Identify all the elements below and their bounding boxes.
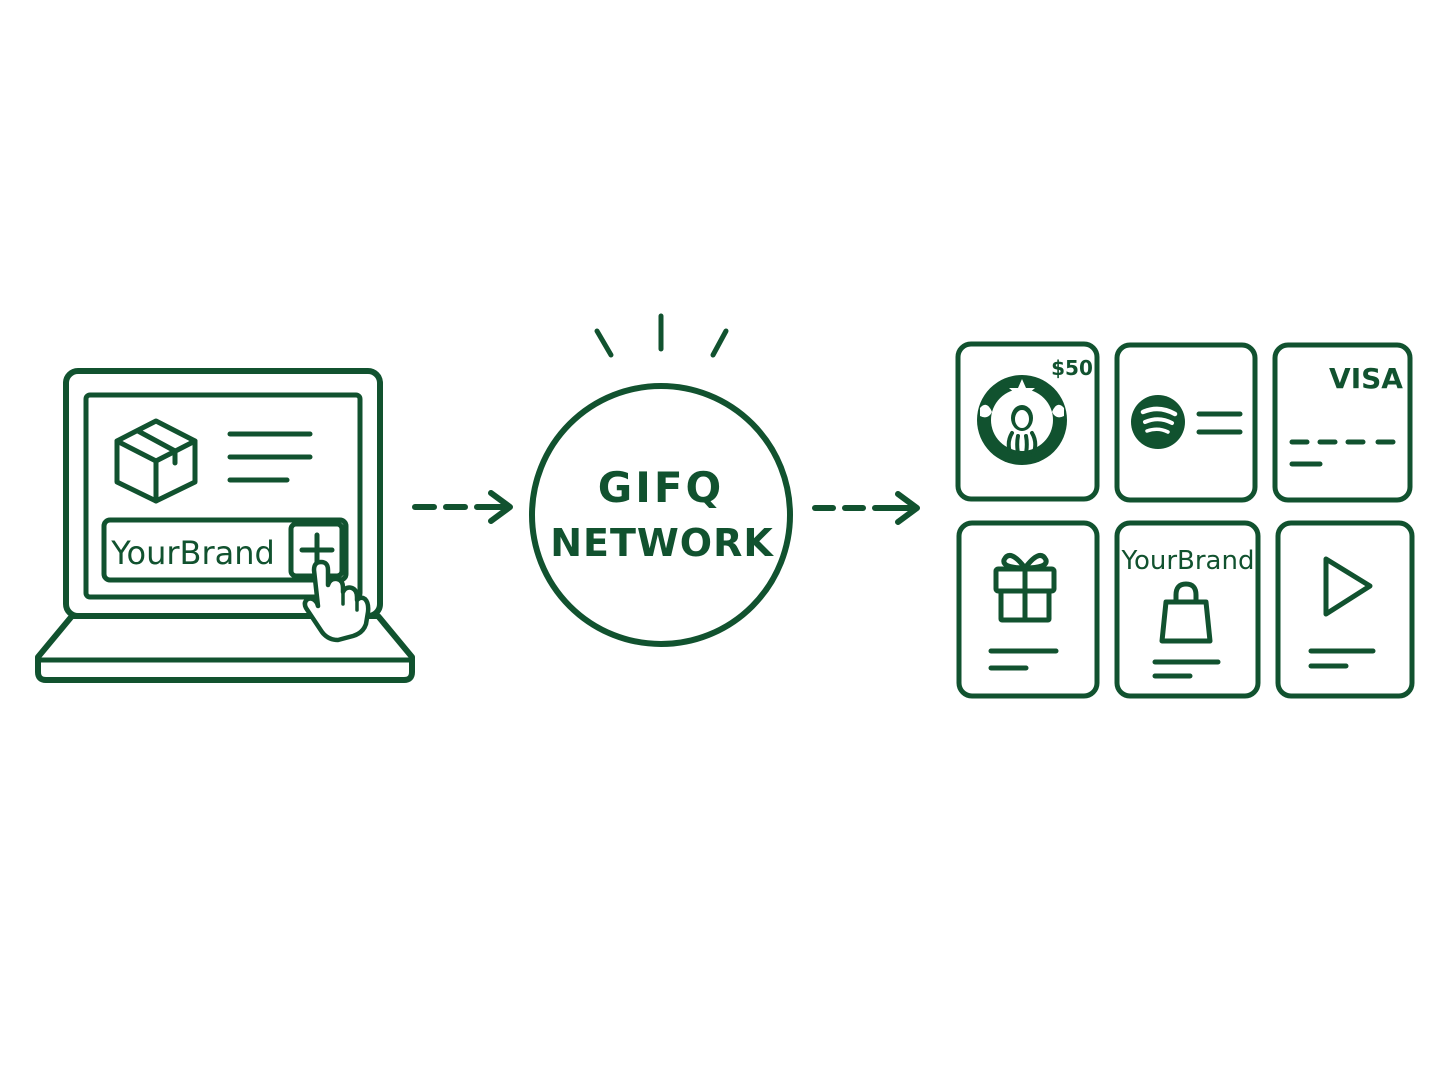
spotify-card[interactable] [1114,342,1258,503]
yourbrand-card[interactable]: YourBrand [1114,520,1261,699]
starbucks-card[interactable]: $50 [955,341,1100,502]
shopping-bag-icon [1159,581,1213,644]
flow-arrow-left [412,490,513,524]
network-title-line2: NETWORK [550,521,774,565]
yourbrand-card-label: YourBrand [1121,546,1255,576]
gift-icon [993,553,1057,623]
laptop: YourBrand [35,368,415,683]
network-title-line1: GIFQ [598,463,725,512]
starbucks-card-value: $50 [1051,356,1093,380]
brand-label: YourBrand [110,534,275,572]
visa-card-number-lines [1289,439,1396,467]
spotify-logo-icon [1131,395,1185,449]
spotify-card-text-lines [1196,411,1243,435]
flow-arrow-right [812,491,920,525]
network-circle [529,383,793,647]
brand-input-field[interactable] [101,517,349,583]
gift-card-grid: $50 VISA [955,341,1415,699]
starbucks-logo-icon [977,375,1067,465]
gift-card-text-lines [988,648,1059,671]
laptop-base [35,613,415,683]
play-card-text-lines [1308,648,1376,669]
play-card[interactable] [1275,520,1415,699]
gifq-network-node: GIFQ NETWORK [529,313,793,647]
hand-pointer-icon [302,559,371,643]
yourbrand-card-text-lines [1152,659,1221,679]
screen-text-lines [227,431,313,483]
play-icon [1323,556,1373,617]
gift-card[interactable] [956,520,1100,699]
visa-card-label: VISA [1329,362,1403,395]
visa-card[interactable]: VISA [1272,342,1413,503]
glow-rays [594,313,729,358]
box-icon [114,418,198,504]
laptop-screen [83,392,363,600]
